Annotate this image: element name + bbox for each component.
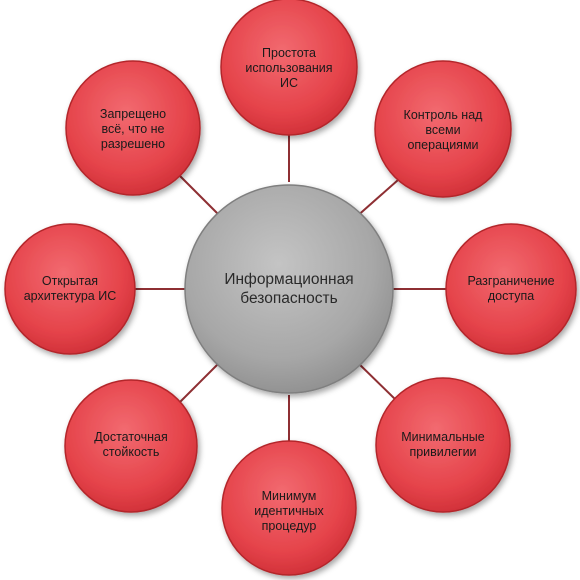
node-circle-top-right bbox=[374, 60, 512, 198]
connector-bottom-right bbox=[354, 359, 399, 403]
node-circle-bottom-right bbox=[375, 377, 511, 513]
node-circle-bottom bbox=[221, 440, 357, 576]
node-circle-top bbox=[220, 0, 358, 136]
node-circle-right bbox=[445, 223, 577, 355]
node-circle-bottom-left bbox=[64, 379, 198, 513]
connector-top-left bbox=[179, 175, 223, 219]
node-label-bottom: Минимум идентичных процедур bbox=[254, 488, 324, 533]
center-circle bbox=[184, 184, 394, 394]
node-circle-left bbox=[4, 223, 136, 355]
connector-bottom-left bbox=[179, 359, 223, 403]
node-label-top-left: Запрещено всё, что не разрешено bbox=[99, 106, 167, 151]
node-circle-top-left bbox=[65, 60, 201, 196]
connector-lines bbox=[134, 135, 447, 444]
center-label: Информационная безопасность bbox=[224, 271, 354, 307]
node-label-top: Простота использования ИС bbox=[245, 45, 333, 90]
node-label-right: Разграничение доступа bbox=[467, 274, 555, 303]
node-label-bottom-left: Достаточная стойкость bbox=[94, 430, 168, 459]
node-label-bottom-right: Минимальные привилегии bbox=[401, 430, 485, 459]
connector-top-right bbox=[354, 179, 399, 219]
node-label-top-right: Контроль над всеми операциями bbox=[403, 107, 483, 152]
node-label-left: Открытая архитектура ИС bbox=[23, 274, 117, 303]
